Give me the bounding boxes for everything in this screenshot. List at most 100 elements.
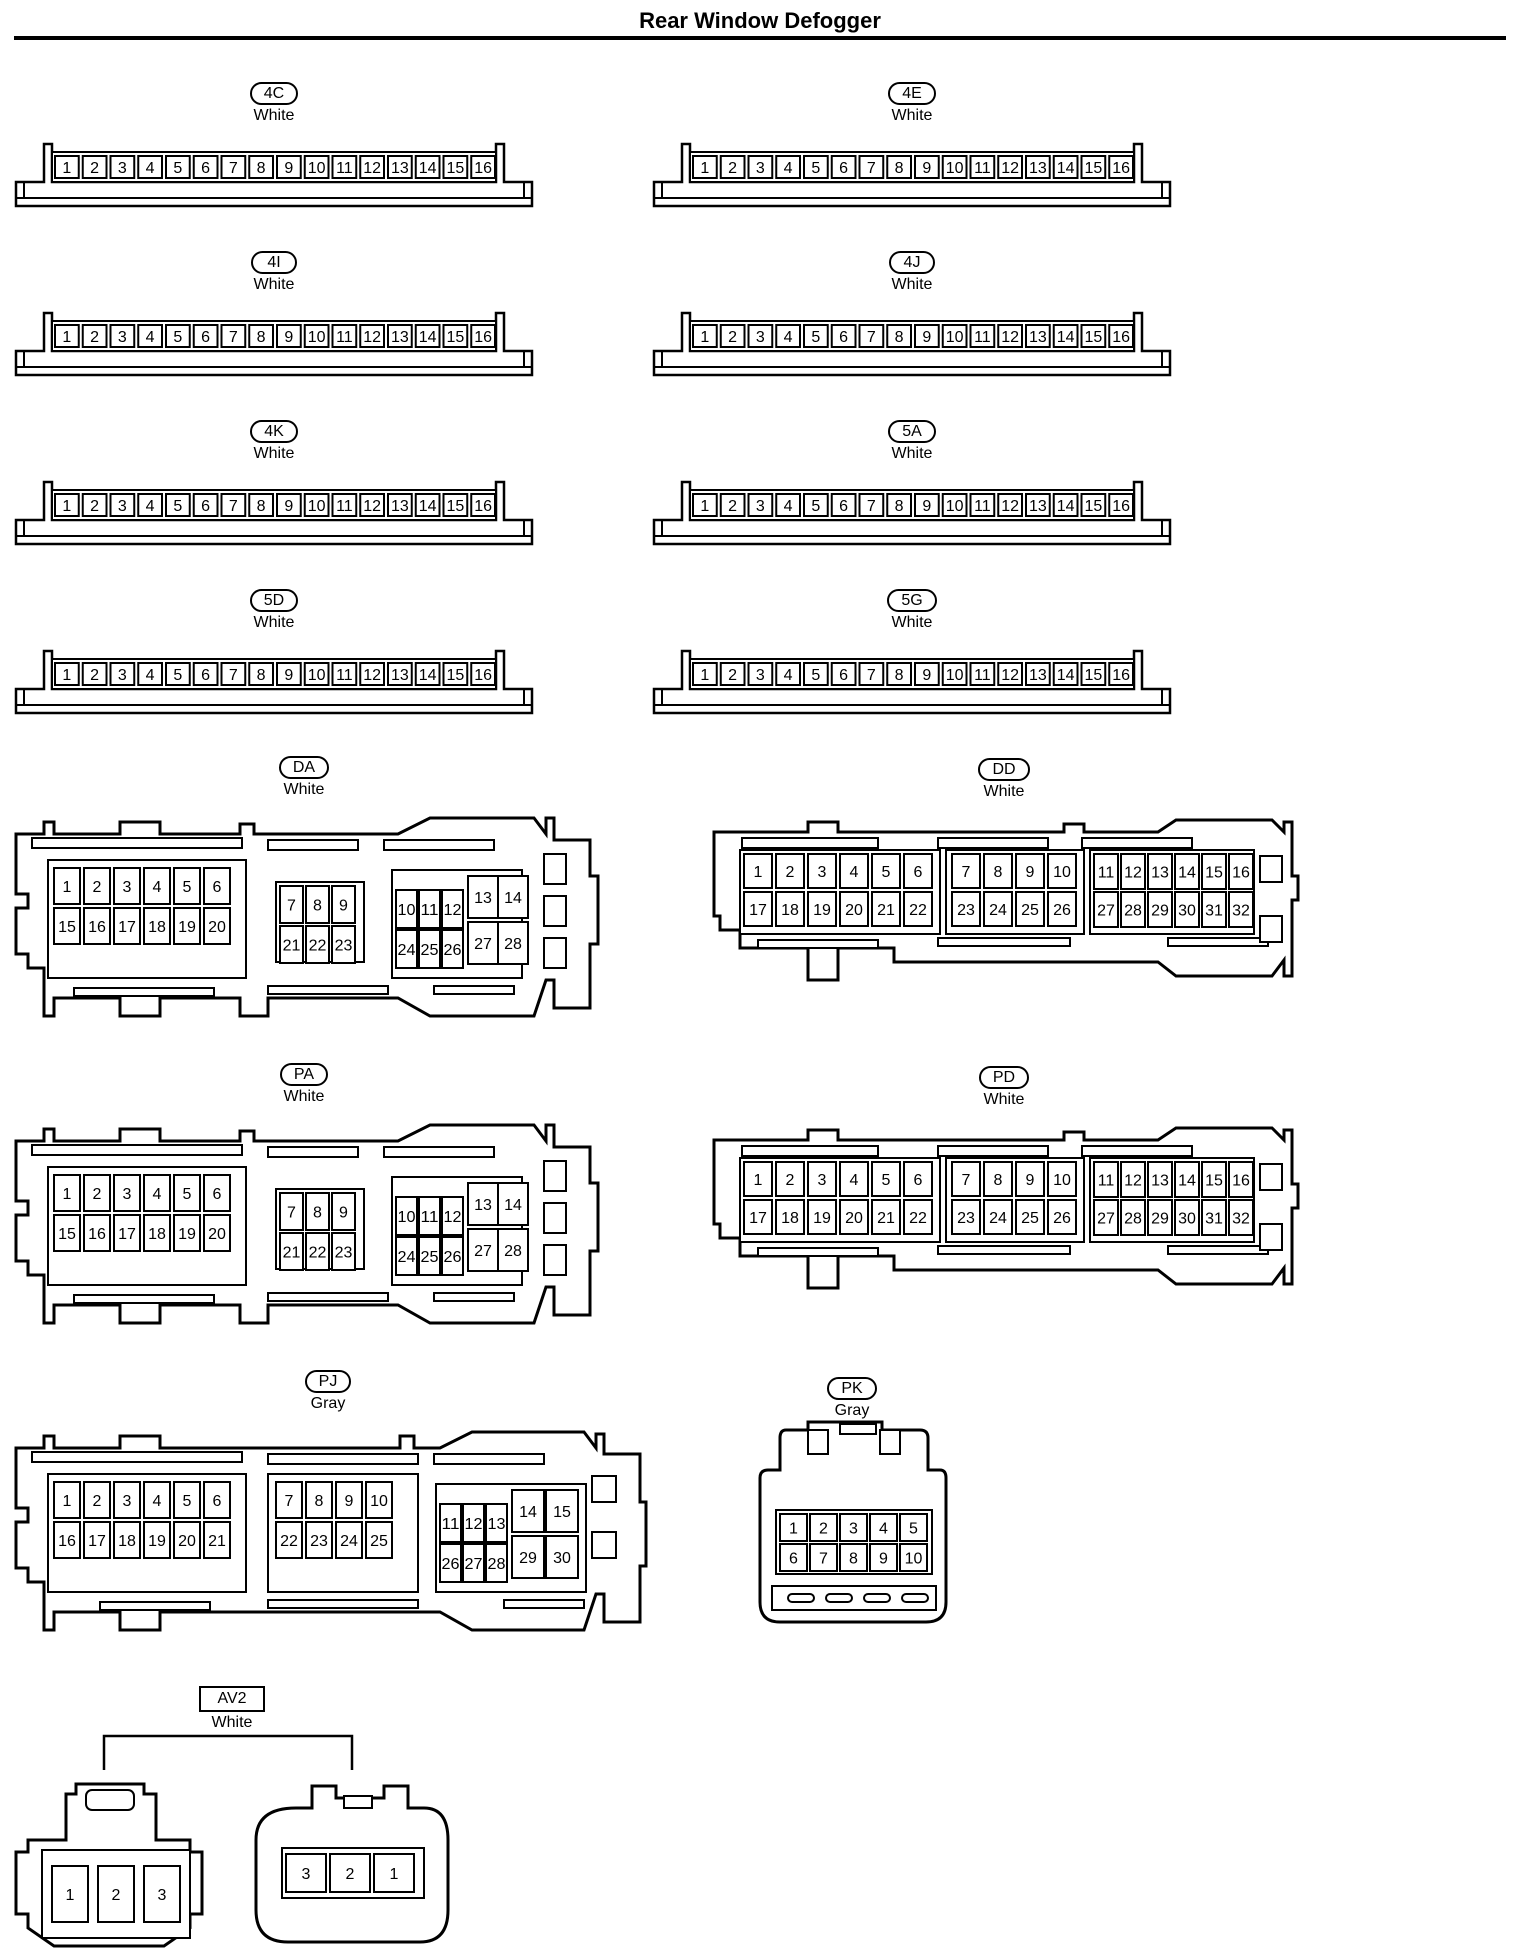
pin-number: 6 (839, 498, 848, 515)
pin-number: 1 (700, 329, 709, 346)
pin-number: 11 (1098, 865, 1115, 882)
pin-number: 8 (994, 1172, 1003, 1189)
pin-1: 1 (54, 324, 80, 348)
pin-number: 9 (922, 498, 931, 515)
pin-11: 11 (969, 324, 996, 348)
pin-number: 8 (895, 160, 904, 177)
pin-number: 9 (879, 1551, 888, 1568)
pin-6: 6 (830, 662, 857, 686)
housing-part (741, 1145, 879, 1157)
pin-14: 14 (511, 1489, 545, 1533)
pin-29: 29 (1147, 1199, 1173, 1236)
pin-11: 11 (331, 493, 358, 517)
pin-number: 4 (146, 329, 155, 346)
pin-number: 20 (845, 1210, 863, 1227)
pin-11: 11 (331, 662, 358, 686)
pin-number: 27 (1097, 903, 1115, 920)
pin-28: 28 (1120, 1199, 1146, 1236)
pin-number: 16 (1232, 865, 1250, 882)
pin-number: 21 (877, 902, 895, 919)
pin-number: 31 (1205, 1211, 1223, 1228)
connector-code: 4J (889, 251, 935, 274)
connector-color: White (253, 107, 295, 124)
housing-part (31, 837, 243, 849)
pin-number: 7 (867, 160, 876, 177)
pin-24: 24 (395, 929, 418, 969)
pin-number: 5 (811, 667, 820, 684)
pin-number: 3 (849, 1521, 858, 1538)
pin-10: 10 (941, 324, 968, 348)
pin-number: 3 (118, 498, 127, 515)
pin-number: 3 (118, 160, 127, 177)
pin-number: 9 (284, 498, 293, 515)
pin-12: 12 (359, 493, 385, 517)
pin-number: 9 (284, 329, 293, 346)
housing-part (937, 1245, 1071, 1255)
pin-4: 4 (143, 1174, 171, 1212)
pin-number: 19 (178, 1226, 196, 1243)
pin-number: 12 (363, 329, 381, 346)
pin-number: 3 (756, 160, 765, 177)
pin-number: 21 (877, 1210, 895, 1227)
pin-21: 21 (871, 891, 901, 927)
housing-outline (14, 649, 534, 715)
pin-number: 15 (58, 919, 76, 936)
latch-slot (901, 1593, 929, 1603)
lock-tab (85, 1789, 135, 1811)
pin-number: 7 (229, 329, 238, 346)
pin-14: 14 (414, 662, 441, 686)
pin-5: 5 (803, 662, 829, 686)
pin-29: 29 (511, 1535, 545, 1579)
pin-16: 16 (83, 907, 111, 945)
pin-11: 11 (969, 662, 996, 686)
pin-5: 5 (173, 1174, 201, 1212)
pin-9: 9 (914, 493, 940, 517)
pin-4: 4 (775, 662, 801, 686)
pin-8: 8 (886, 324, 912, 348)
pin-28: 28 (485, 1543, 508, 1583)
pin-number: 29 (1151, 1211, 1169, 1228)
housing-part (591, 1475, 617, 1503)
pin-17: 17 (743, 891, 773, 927)
pin-9: 9 (276, 493, 302, 517)
pin-number: 18 (148, 919, 166, 936)
pin-number: 11 (336, 329, 353, 346)
pin-number: 30 (553, 1550, 571, 1567)
pin-5: 5 (173, 867, 201, 905)
pin-22: 22 (903, 891, 933, 927)
pin-number: 28 (504, 936, 522, 953)
pin-14: 14 (497, 875, 529, 919)
pin-number: 1 (700, 667, 709, 684)
pin-1: 1 (743, 1161, 773, 1197)
pin-number: 13 (474, 890, 492, 907)
pin-13: 13 (1025, 662, 1051, 686)
pin-4: 4 (869, 1513, 898, 1542)
pin-6: 6 (779, 1543, 808, 1572)
pin-16: 16 (470, 662, 496, 686)
pin-number: 9 (922, 667, 931, 684)
pin-number: 8 (313, 1205, 322, 1222)
pin-number: 10 (308, 498, 326, 515)
pin-number: 5 (183, 1186, 192, 1203)
pin-9: 9 (1015, 853, 1045, 889)
pin-number: 12 (444, 1209, 462, 1226)
pin-2: 2 (81, 155, 108, 179)
pin-number: 29 (1151, 903, 1169, 920)
pin-1: 1 (779, 1513, 808, 1542)
pin-15: 15 (53, 1214, 81, 1252)
pin-4: 4 (137, 493, 163, 517)
pin-number: 7 (819, 1551, 828, 1568)
pin-number: 8 (257, 667, 266, 684)
pin-number: 19 (813, 1210, 831, 1227)
pin-number: 3 (118, 667, 127, 684)
pin-number: 23 (335, 1245, 353, 1262)
pin-21: 21 (279, 1232, 304, 1271)
pin-number: 21 (208, 1533, 226, 1550)
pin-2: 2 (81, 493, 108, 517)
pin-1: 1 (692, 662, 718, 686)
